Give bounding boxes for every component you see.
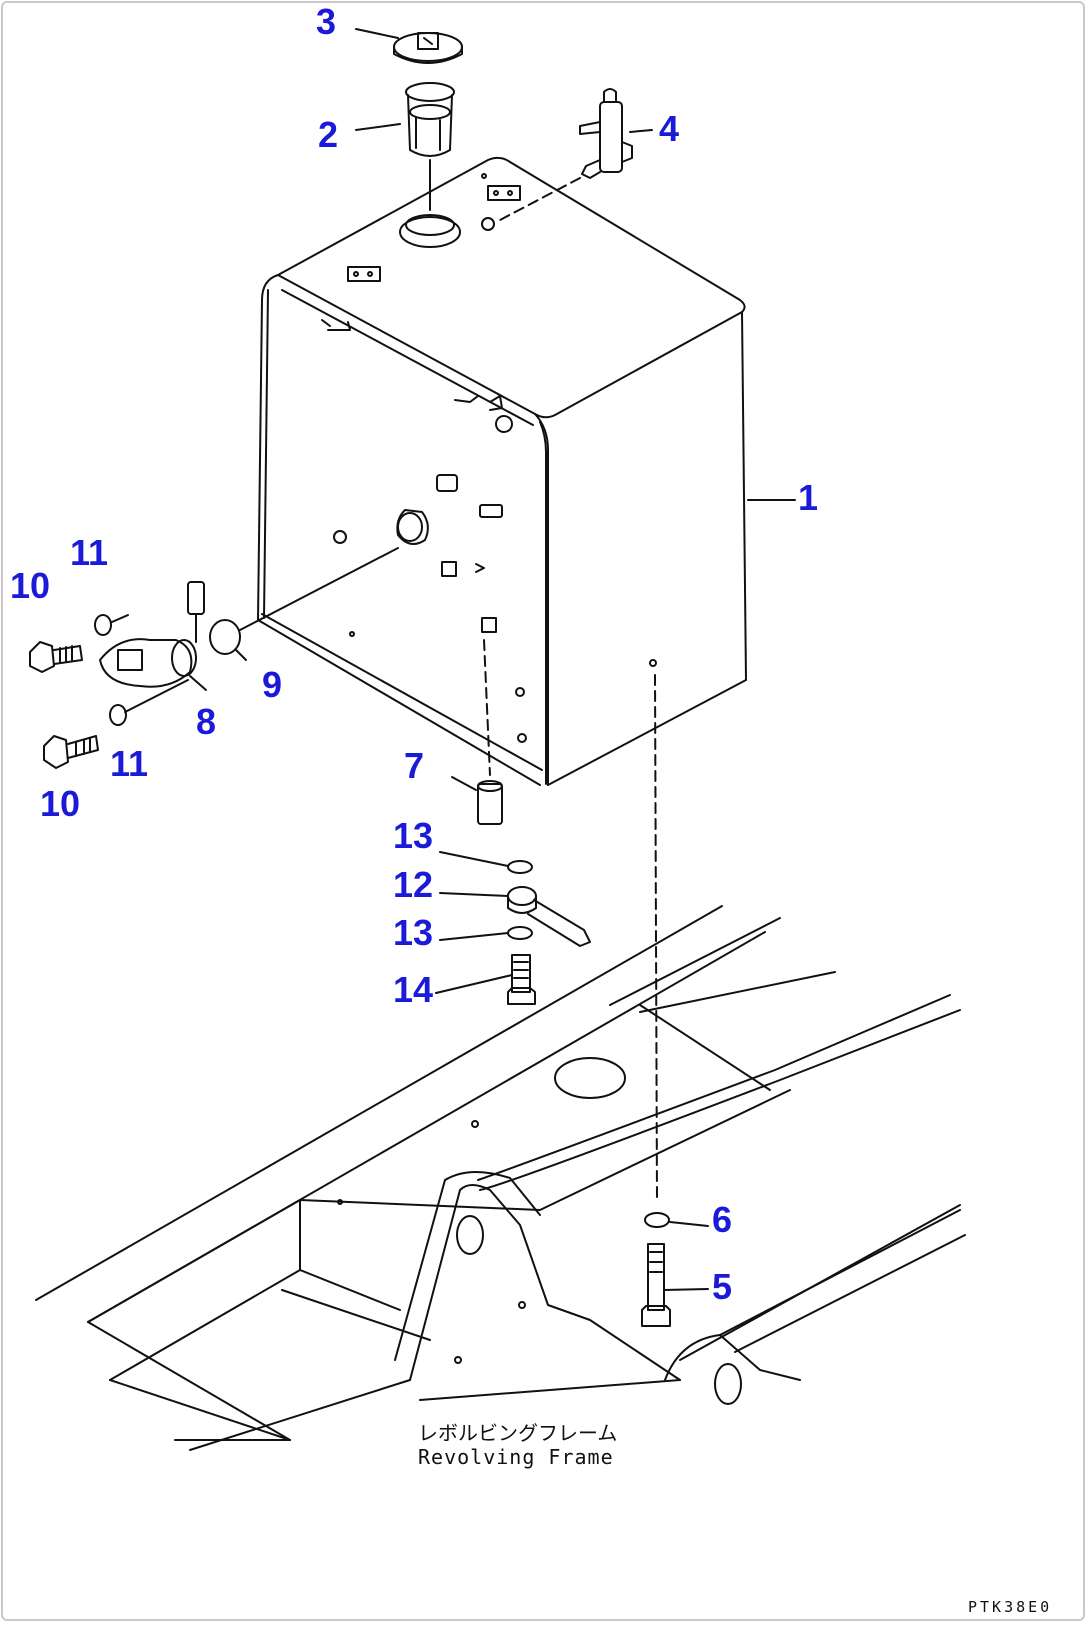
frame-label-english: Revolving Frame bbox=[418, 1445, 614, 1469]
leader-lines bbox=[189, 28, 796, 1291]
part-7-drain bbox=[477, 639, 503, 825]
part-4-bracket bbox=[499, 88, 633, 221]
part-3-cap bbox=[393, 32, 463, 64]
part-11-washer-lower bbox=[109, 679, 189, 726]
part-2-strainer bbox=[405, 82, 455, 211]
drawing-code: PTK38E0 bbox=[968, 1598, 1053, 1616]
callout-11-lower: 11 bbox=[110, 743, 149, 784]
callout-9: 9 bbox=[262, 664, 283, 705]
callout-1: 1 bbox=[798, 477, 819, 518]
callout-10-lower: 10 bbox=[40, 783, 81, 824]
revolving-frame bbox=[35, 905, 966, 1451]
frame-label-japanese: レボルビングフレーム bbox=[418, 1421, 618, 1445]
callout-3: 3 bbox=[316, 1, 337, 42]
callout-12: 12 bbox=[393, 864, 434, 905]
callout-13-lower: 13 bbox=[393, 912, 434, 953]
callout-6: 6 bbox=[712, 1199, 733, 1240]
part-11-washer-upper bbox=[94, 614, 129, 636]
part-5-bolt bbox=[641, 1243, 671, 1327]
callout-7: 7 bbox=[404, 745, 425, 786]
callout-13-upper: 13 bbox=[393, 815, 434, 856]
callout-2: 2 bbox=[318, 114, 339, 155]
part-9-o-ring bbox=[209, 547, 399, 655]
part-10-bolt-lower bbox=[43, 735, 99, 769]
part-12-elbow bbox=[507, 886, 591, 947]
part-14-bolt bbox=[507, 954, 536, 1005]
callout-11-upper: 11 bbox=[70, 532, 109, 573]
callout-14: 14 bbox=[393, 969, 434, 1010]
callout-4: 4 bbox=[659, 108, 680, 149]
fuel-tank bbox=[257, 156, 747, 786]
part-13-washer-lower bbox=[507, 926, 533, 940]
part-13-washer-upper bbox=[507, 860, 533, 874]
callout-8: 8 bbox=[196, 701, 217, 742]
part-6-washer bbox=[644, 674, 670, 1228]
part-8-fitting bbox=[99, 581, 205, 688]
callout-10-upper: 10 bbox=[10, 565, 51, 606]
part-10-bolt-upper bbox=[29, 641, 83, 673]
callout-5: 5 bbox=[712, 1266, 733, 1307]
